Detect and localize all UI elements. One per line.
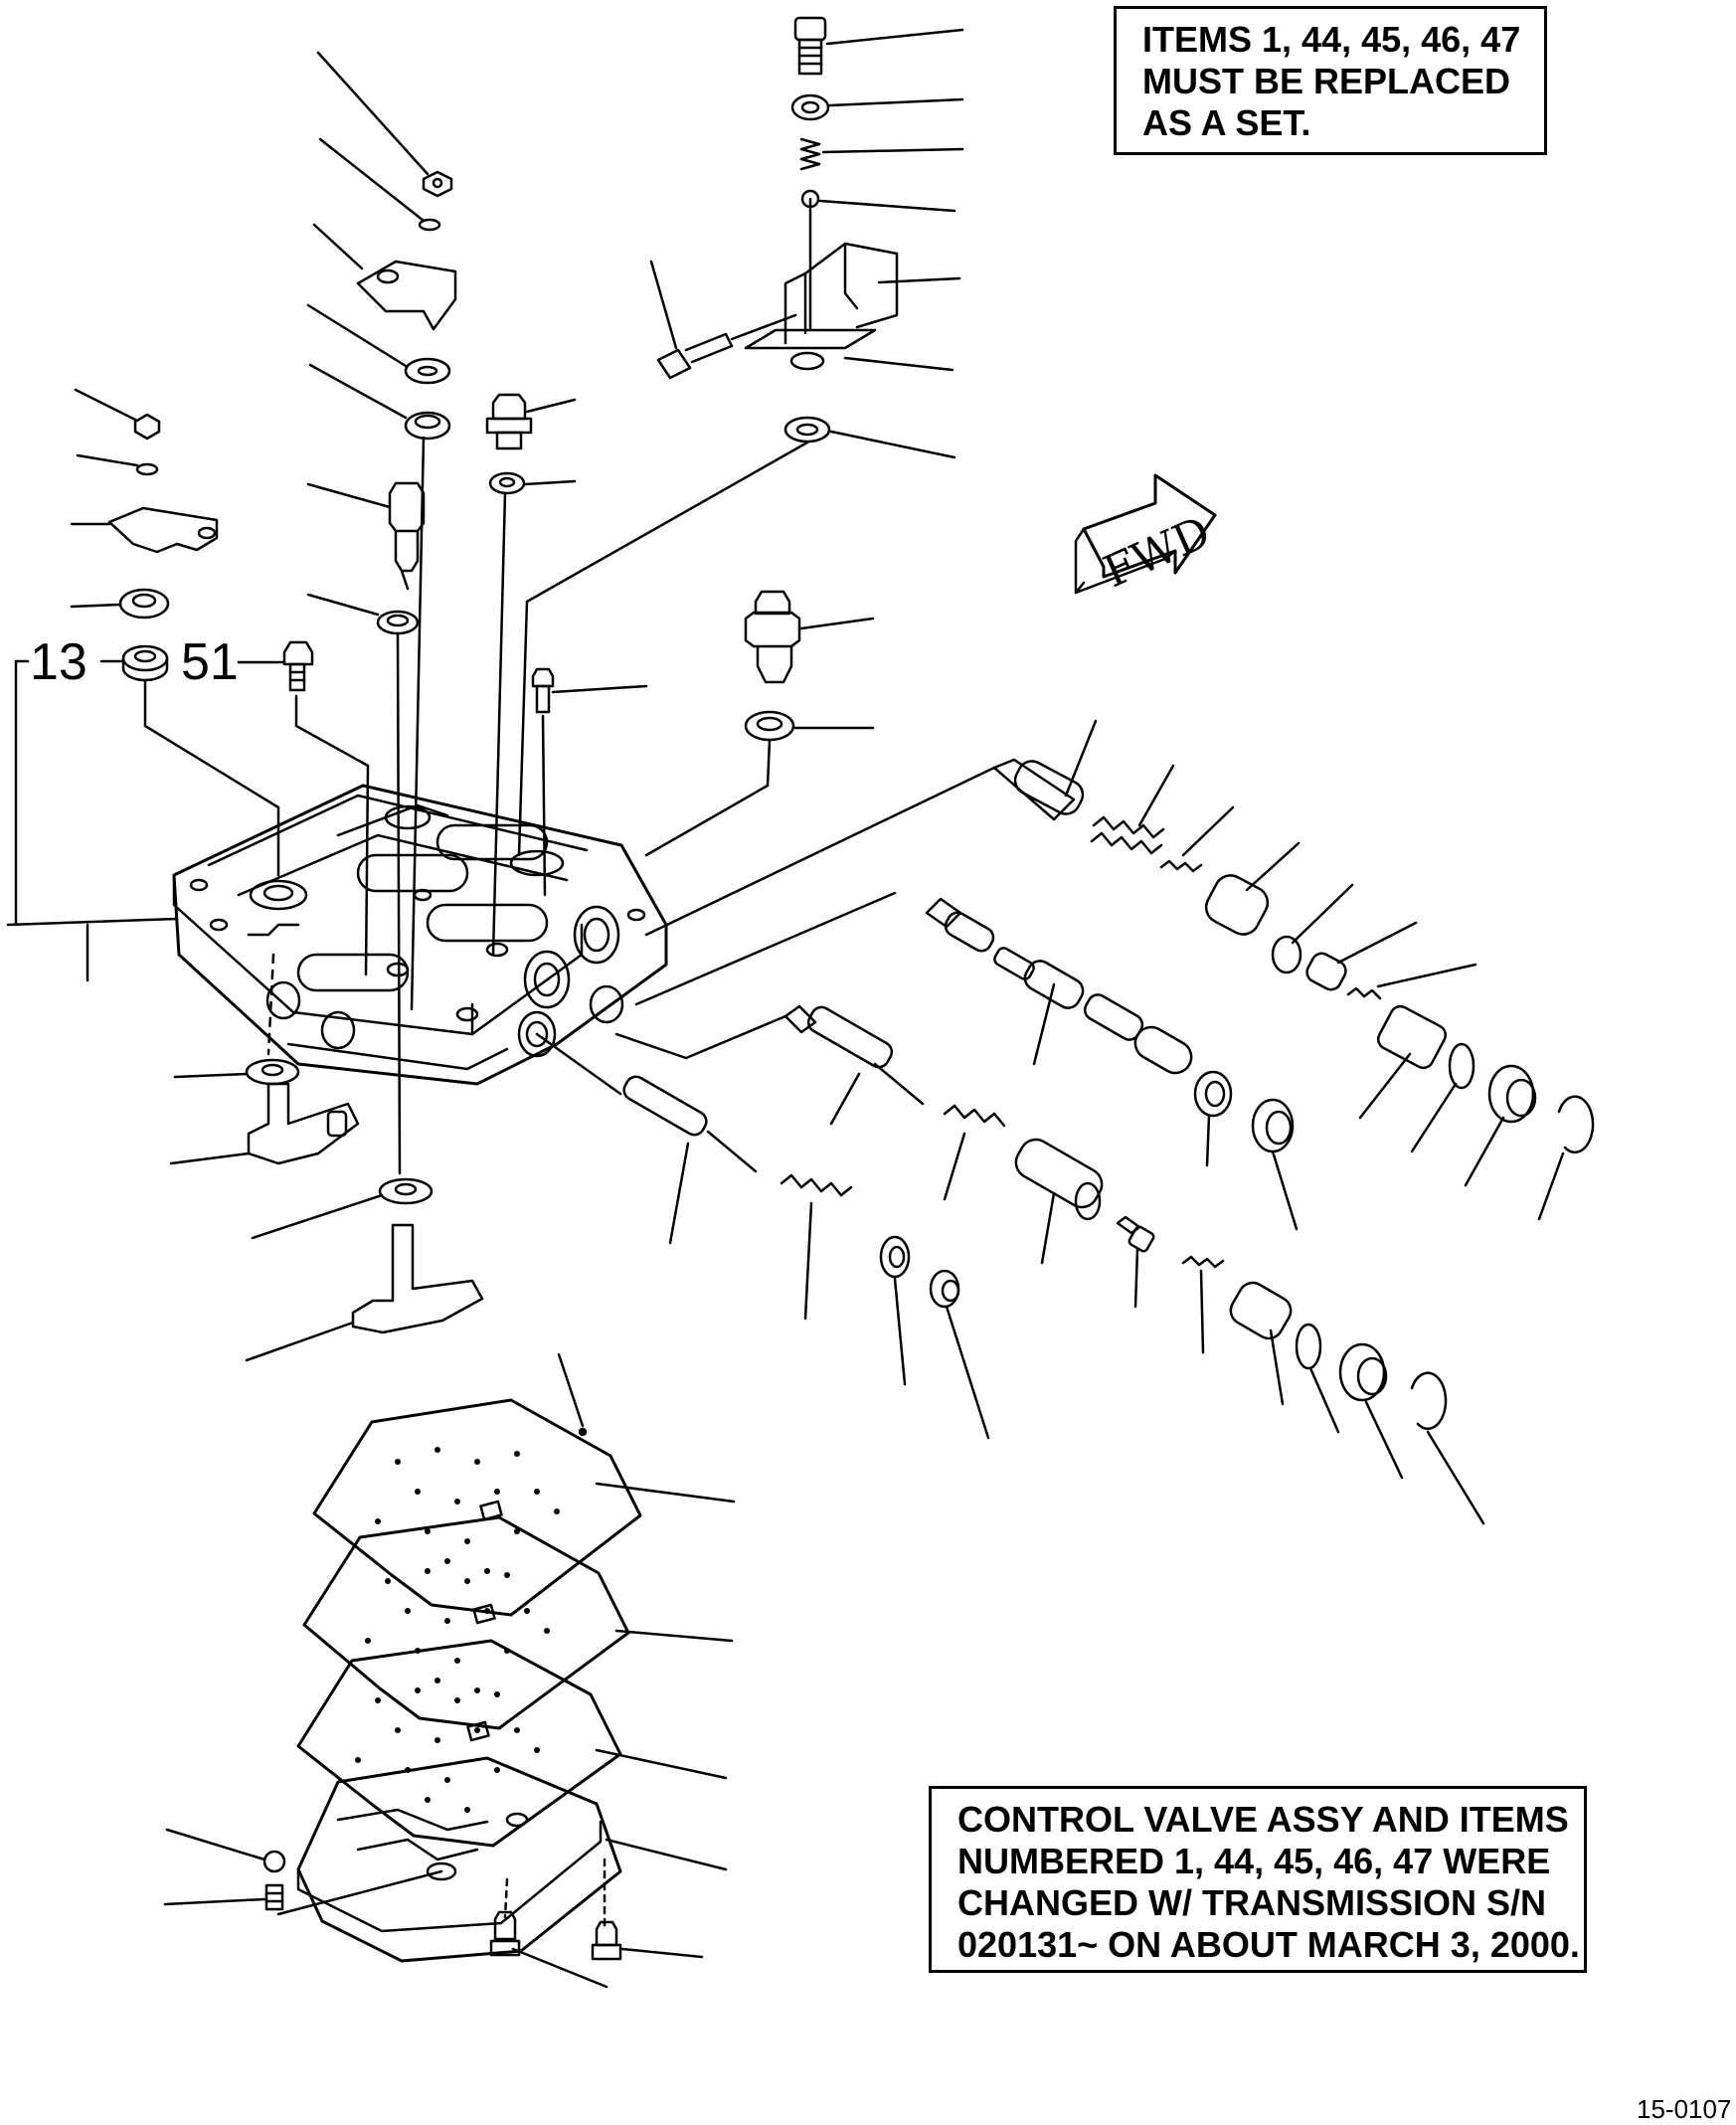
lower-plate (296, 1639, 728, 1848)
fwd-label: FWD (1097, 507, 1218, 599)
bottom-cover (163, 1756, 728, 1989)
callout-item-51: 51 (181, 633, 239, 691)
note-line: ITEMS 1, 44, 45, 46, 47 (1142, 19, 1521, 60)
spool-set-3 (614, 1004, 1485, 1525)
upper-plate (312, 1352, 736, 1617)
spool-set-2 (634, 891, 1299, 1231)
lower-left-levers (169, 1058, 484, 1362)
middle-plate (302, 1515, 734, 1730)
bracket-top (744, 197, 961, 372)
bolt-left-of-bracket (649, 260, 797, 380)
upper-left-stack (306, 51, 457, 1175)
item-13-seal (6, 644, 280, 982)
change-note-box: CONTROL VALVE ASSY AND ITEMS NUMBERED 1,… (929, 1786, 1587, 1973)
note-line: CHANGED W/ TRANSMISSION S/N (957, 1882, 1547, 1923)
right-fitting (644, 590, 875, 857)
note-line: NUMBERED 1, 44, 45, 46, 47 WERE (957, 1841, 1551, 1881)
callout-item-13: 13 (30, 633, 87, 691)
spool-set-4 (535, 1032, 990, 1440)
note-line: AS A SET. (1142, 102, 1311, 143)
note-line: CONTROL VALVE ASSY AND ITEMS (957, 1799, 1569, 1840)
center-upper-fittings (485, 393, 648, 957)
replacement-note-box: ITEMS 1, 44, 45, 46, 47 MUST BE REPLACED… (1114, 6, 1547, 155)
item-51-bolt (237, 640, 370, 976)
washer-below-bracket (517, 416, 956, 857)
note-line: 020131~ ON ABOUT MARCH 3, 2000. (957, 1924, 1580, 1965)
valve-body (172, 784, 668, 1086)
fwd-direction-arrow: FWD (1074, 473, 1218, 599)
note-line: MUST BE REPLACED (1142, 61, 1511, 101)
drawing-number: 15-0107 (1637, 2094, 1732, 2124)
spool-set-1 (644, 719, 1595, 1221)
far-left-stack (70, 388, 219, 620)
top-plug-stack (790, 16, 964, 213)
